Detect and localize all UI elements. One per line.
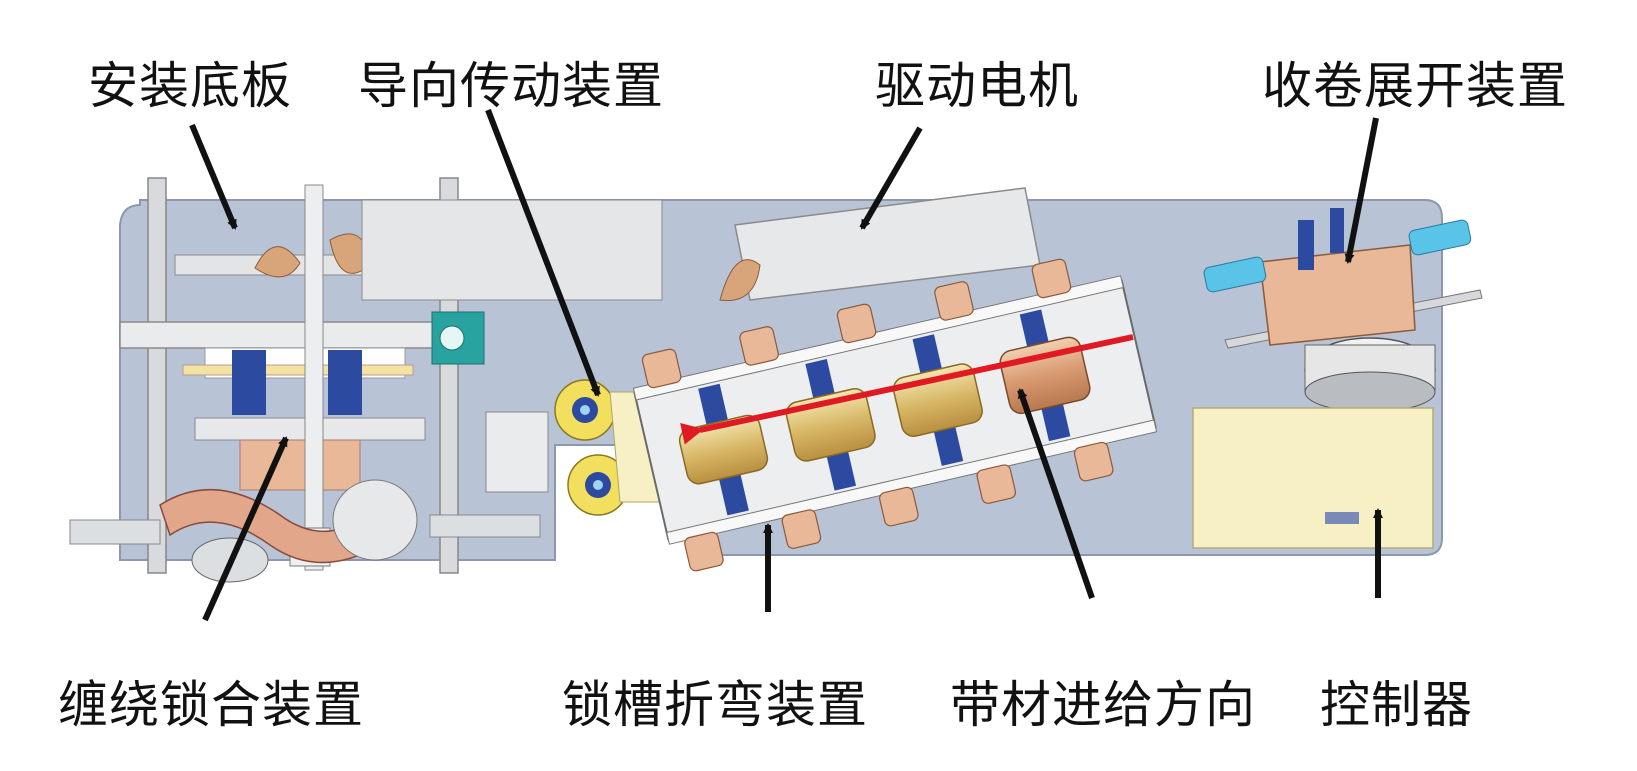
callout-drive-motor	[859, 126, 923, 230]
drive-motor	[719, 187, 1041, 302]
feed-direction-arrow	[680, 334, 1134, 445]
controller-box	[1192, 407, 1434, 549]
callout-arrows	[189, 108, 1383, 622]
label-drive-motor: 驱动电机	[875, 57, 1079, 115]
label-groove-bend: 锁槽折弯装置	[562, 676, 868, 734]
wrap-lock-assembly	[69, 177, 663, 583]
reel-unwind-unit	[1203, 208, 1483, 413]
label-feed-direction: 带材进给方向	[950, 676, 1256, 734]
groove-bending-unit	[632, 258, 1158, 572]
callout-guide-drive	[485, 108, 601, 397]
label-guide-drive: 导向传动装置	[358, 57, 664, 115]
callout-base-plate	[189, 123, 238, 230]
guide-drive-rollers	[554, 379, 661, 516]
callout-feed-direction	[1017, 388, 1095, 599]
label-reel-unit: 收卷展开装置	[1262, 57, 1568, 115]
label-wrap-lock: 缠绕锁合装置	[58, 676, 364, 734]
callout-reel-unit	[1344, 117, 1379, 264]
callout-wrap-lock	[202, 436, 289, 622]
label-base-plate: 安装底板	[88, 57, 292, 115]
label-controller: 控制器	[1320, 676, 1473, 734]
